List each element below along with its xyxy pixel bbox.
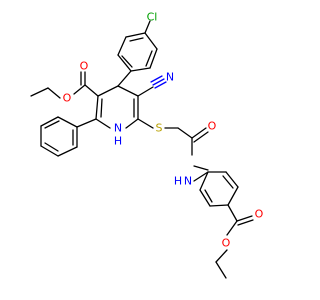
thio-acetamide-chain [137,118,209,171]
molecule-diagram: Cl N H N [30,11,264,279]
chlorophenyl-ring [117,20,158,72]
structure-svg: Cl N H N [30,11,264,279]
amide-nh-hydrogen-label: H [174,175,182,188]
phenyl-ring [40,116,97,157]
c4-aryl-bond [117,70,132,87]
ring-nh-hydrogen-label: H [114,135,122,148]
amide-nitrogen-label: N [184,175,192,188]
chlorine-label: Cl [147,11,158,24]
benzoate-ring [193,171,239,207]
ester2-ether-oxygen: O [222,237,231,250]
ethyl-ester-2 [215,204,254,279]
ring-nitrogen-label: N [114,122,122,135]
ester1-ether-oxygen: O [63,92,72,105]
dihydropyridine-ring [95,85,139,129]
sulfur-label: S [156,122,163,135]
ester1-carbonyl-oxygen: O [80,60,89,73]
amide-oxygen-label: O [208,120,217,133]
ethyl-ester-1 [30,71,99,99]
nitrile-group [137,75,167,97]
nitrile-nitrogen-label: N [166,71,174,84]
ester2-carbonyl-oxygen: O [255,208,264,221]
